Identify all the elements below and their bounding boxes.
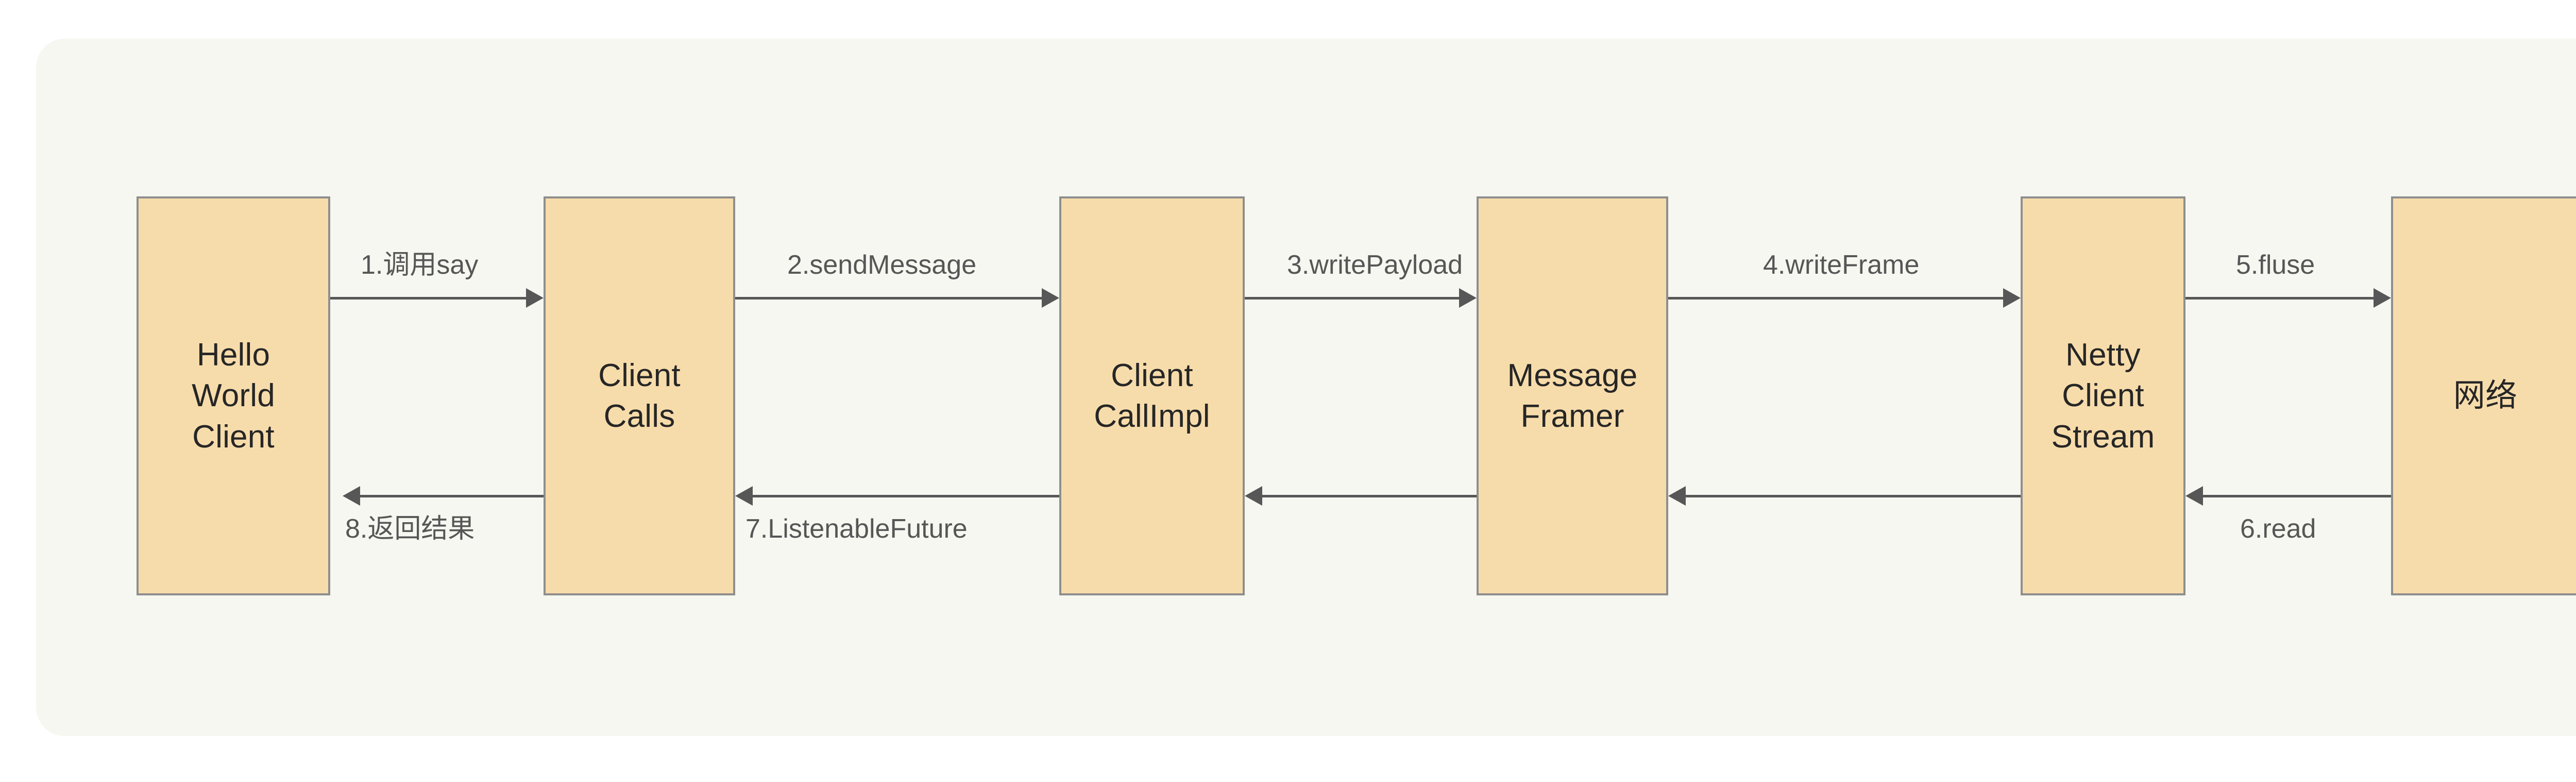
edge-line-6: [2203, 495, 2391, 497]
edge-line-4: [1668, 297, 2003, 300]
node-client-calls[interactable]: Client Calls: [544, 196, 735, 595]
edge-line-1: [330, 297, 526, 300]
edge-label-2: 2.sendMessage: [787, 250, 977, 280]
arrow-head-right-icon: [2374, 288, 2391, 308]
edge-line-framer-to-callimpl: [1262, 495, 1477, 497]
edge-line-3: [1245, 297, 1459, 300]
edge-label-1: 1.调用say: [361, 250, 479, 280]
diagram-panel: [36, 39, 2576, 736]
node-hello-world-client[interactable]: Hello World Client: [137, 196, 330, 595]
node-label: Netty Client Stream: [2051, 337, 2155, 455]
edge-line-8: [360, 495, 544, 497]
arrow-head-right-icon: [526, 288, 544, 308]
arrow-head-left-icon: [343, 486, 360, 506]
edge-label-6: 6.read: [2240, 514, 2316, 544]
arrow-head-left-icon: [1668, 486, 1686, 506]
node-client-call-impl[interactable]: Client CallImpl: [1059, 196, 1245, 595]
node-label: Client CallImpl: [1094, 357, 1210, 434]
arrow-head-left-icon: [735, 486, 753, 506]
node-label: Message Framer: [1507, 357, 1638, 434]
arrow-head-right-icon: [2003, 288, 2021, 308]
edge-label-4: 4.writeFrame: [1763, 250, 1920, 280]
arrow-head-left-icon: [2185, 486, 2203, 506]
edge-label-5: 5.fluse: [2236, 250, 2315, 280]
edge-line-2: [735, 297, 1042, 300]
edge-label-7: 7.ListenableFuture: [745, 514, 968, 544]
node-message-framer[interactable]: Message Framer: [1477, 196, 1668, 595]
edge-line-7: [753, 495, 1059, 497]
node-label: Hello World Client: [192, 337, 275, 455]
edge-line-5: [2185, 297, 2374, 300]
arrow-head-right-icon: [1459, 288, 1477, 308]
arrow-head-left-icon: [1245, 486, 1262, 506]
node-netty-client-stream[interactable]: Netty Client Stream: [2021, 196, 2185, 595]
arrow-head-right-icon: [1042, 288, 1059, 308]
edge-label-3: 3.writePayload: [1287, 250, 1463, 280]
node-network[interactable]: 网络: [2391, 196, 2576, 595]
node-label: 网络: [2453, 378, 2518, 414]
edge-label-8: 8.返回结果: [345, 514, 475, 544]
node-label: Client Calls: [598, 357, 681, 434]
edge-line-netty-to-framer: [1686, 495, 2021, 497]
